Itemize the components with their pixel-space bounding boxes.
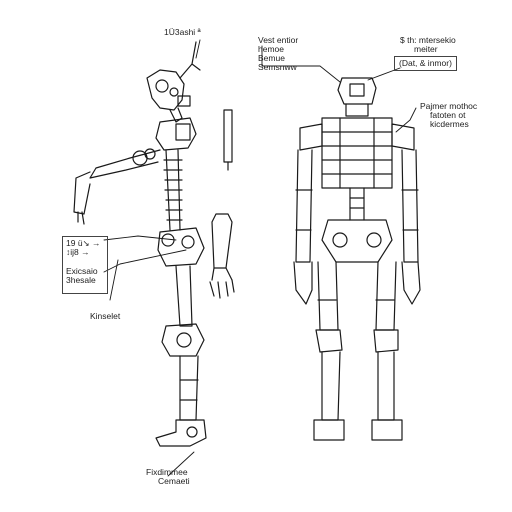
- center-note-line: Bemue: [258, 53, 285, 63]
- side-forearm: [73, 171, 91, 215]
- side-head: [146, 69, 185, 111]
- side-arm-upper: [89, 149, 161, 179]
- front-view-robot: [293, 77, 421, 441]
- left-box-line: 19 ü↘ →: [66, 238, 101, 248]
- left-box-line: 3hesale: [66, 275, 96, 285]
- front-torso: [321, 117, 393, 189]
- front-head: [337, 77, 377, 105]
- label-foot: Fixdimmee Cemaeti: [146, 468, 190, 486]
- label-right-top: $ th: mtersekio meiter: [400, 36, 456, 54]
- side-pelvis: [157, 227, 205, 267]
- center-note-line: hemoe: [258, 44, 284, 54]
- front-left-leg: [317, 261, 339, 331]
- center-note-line: Vest entior: [258, 35, 299, 45]
- label-kinselet: Kinselet: [90, 311, 121, 321]
- left-box-line: Exicsaio: [66, 266, 98, 276]
- center-note-line: Semsnww: [258, 62, 297, 72]
- side-knee: [161, 323, 205, 357]
- front-left-arm: [295, 149, 313, 263]
- right-top-line: $ th: mtersekio: [400, 35, 456, 45]
- label-top-left: 1Ü3ashi ª: [164, 27, 201, 37]
- label-center-note: Vest entior hemoe Bemue Semsnww: [258, 36, 298, 72]
- left-box-line: ↕ij8 →: [66, 247, 90, 257]
- label-right-side: Pajmer mothoc fatoten ot kicdermes: [420, 102, 477, 129]
- side-torso-upper: [155, 117, 197, 151]
- right-top-line: meiter: [414, 44, 438, 54]
- label-right-box: (Dat, & inmor): [394, 56, 457, 71]
- side-shin: [179, 355, 199, 421]
- foot-line: Fixdimmee: [146, 467, 188, 477]
- right-side-line: Pajmer mothoc: [420, 101, 478, 111]
- right-side-line: kicdermes: [430, 119, 469, 129]
- side-detached-arm: [211, 213, 233, 269]
- side-foot: [155, 419, 207, 447]
- side-thigh: [175, 265, 193, 327]
- callout-lines: [103, 39, 417, 477]
- right-side-line: fatoten ot: [430, 110, 466, 120]
- front-right-arm: [401, 149, 419, 263]
- foot-line: Cemaeti: [158, 476, 190, 486]
- front-right-leg: [375, 261, 397, 331]
- label-left-box: 19 ü↘ → ↕ij8 → Exicsaio 3hesale: [62, 236, 108, 294]
